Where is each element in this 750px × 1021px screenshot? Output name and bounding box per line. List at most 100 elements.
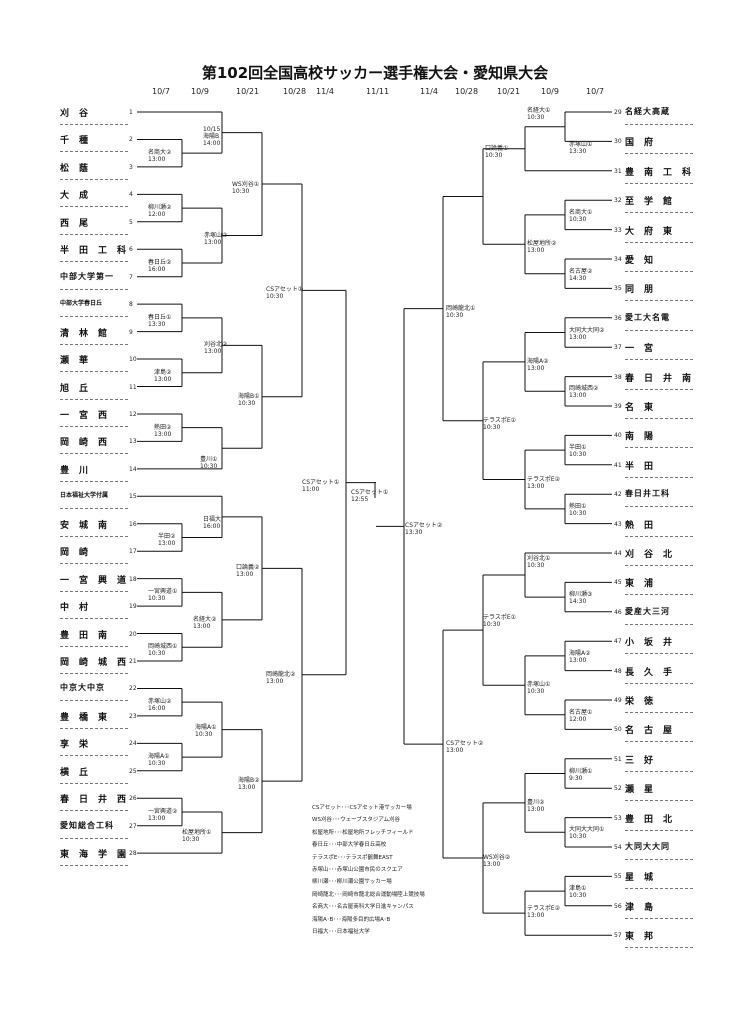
team-name-left: 一宮興道 [60, 575, 137, 586]
legend-item: テラスポE･･･テラスポ鶴舞EAST [312, 854, 393, 861]
legend-item: 海陽A･B･･･海陽多目的広場A･B [312, 916, 391, 923]
team-number-right: 32 [614, 197, 622, 205]
team-number-right: 49 [614, 697, 622, 704]
team-underline [60, 810, 128, 812]
round-date: 11/4 [420, 87, 438, 96]
team-name-right: 東浦 [625, 579, 664, 590]
team-name-right: 豊南工科 [625, 167, 702, 178]
team-number-left: 10 [129, 356, 137, 364]
team-number-right: 48 [614, 667, 622, 675]
team-name-right: 愛産大三河 [625, 606, 670, 616]
team-underline [625, 388, 693, 390]
team-name-left: 岡崎西 [60, 438, 118, 449]
page-title: 第102回全国高校サッカー選手権大会・愛知県大会 [201, 64, 549, 82]
team-number-left: 6 [129, 246, 133, 254]
team-number-left: 11 [129, 383, 137, 391]
team-number-right: 34 [614, 256, 622, 263]
team-name-left: 刈谷 [60, 109, 99, 119]
team-number-right: 42 [614, 491, 622, 499]
team-name-right: 南陽 [625, 432, 664, 443]
team-number-left: 19 [129, 603, 137, 611]
team-underline [60, 343, 128, 345]
team-name-right: 大府東 [625, 226, 683, 237]
team-name-left: 旭丘 [60, 383, 99, 394]
team-name-right: 瀬星 [625, 785, 664, 796]
team-name-right: 刈谷北 [625, 550, 683, 560]
round-date: 10/21 [236, 87, 260, 96]
team-number-right: 41 [614, 461, 622, 469]
team-number-left: 27 [129, 822, 137, 830]
team-name-right: 熱田 [625, 520, 664, 531]
team-name-right: 至学館 [625, 197, 683, 208]
team-underline [60, 618, 128, 620]
team-name-right: 栄徳 [625, 697, 664, 707]
team-number-left: 12 [129, 410, 137, 418]
team-name-left: 岡崎 [60, 548, 99, 559]
team-number-right: 30 [614, 138, 622, 146]
team-underline [625, 829, 693, 831]
team-number-left: 8 [129, 301, 133, 309]
legend-item: 春日丘･･･中部大学春日丘高校 [312, 842, 387, 849]
team-underline [60, 178, 128, 180]
round-date: 10/7 [586, 87, 604, 96]
team-name-right: 一宮 [625, 344, 664, 355]
round-date: 10/7 [152, 87, 170, 96]
team-underline [60, 398, 128, 400]
team-underline [60, 837, 128, 839]
team-name-left: 一宮西 [60, 410, 118, 421]
team-underline [60, 700, 128, 702]
team-number-right: 33 [614, 226, 622, 234]
team-number-right: 57 [614, 932, 622, 940]
team-number-right: 44 [614, 550, 622, 557]
team-name-left: 安城南 [60, 520, 118, 531]
team-number-right: 53 [614, 814, 622, 822]
team-number-left: 3 [129, 163, 133, 171]
team-name-right: 名古屋 [625, 726, 683, 737]
round-date-final: 11/11 [366, 87, 390, 96]
team-number-right: 43 [614, 520, 622, 528]
team-number-right: 29 [614, 109, 622, 116]
team-underline [60, 645, 128, 647]
team-underline [625, 241, 693, 243]
team-underline [60, 233, 128, 235]
team-underline [625, 535, 693, 537]
team-underline [60, 453, 128, 455]
team-number-left: 15 [129, 493, 137, 501]
round-date: 10/9 [191, 87, 209, 96]
team-underline [60, 508, 128, 510]
team-underline [625, 859, 693, 860]
team-number-left: 26 [129, 795, 137, 803]
team-underline [625, 271, 693, 272]
team-number-left: 16 [129, 520, 137, 528]
team-underline [60, 371, 128, 373]
team-name-right: 小坂井 [625, 638, 683, 649]
team-name-right: 津島 [625, 902, 664, 913]
team-number-left: 9 [129, 328, 133, 336]
team-underline [625, 124, 693, 125]
round-date: 10/28 [455, 87, 479, 96]
team-underline [60, 425, 128, 427]
legend-item: 柳川瀬･･･柳川瀬公園サッカー場 [312, 879, 392, 886]
paper-sheet [50, 55, 700, 1015]
team-number-left: 7 [129, 273, 133, 281]
team-number-right: 55 [614, 873, 622, 881]
team-name-right: 名東 [625, 403, 664, 413]
